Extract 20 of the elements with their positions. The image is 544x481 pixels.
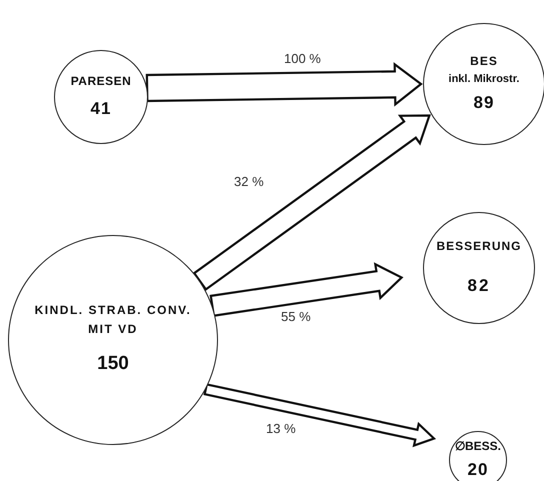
count-text: 82 <box>468 275 490 297</box>
count-text: 89 <box>474 92 494 114</box>
node-title: KINDL. STRAB. CONV. MIT VD <box>34 302 192 338</box>
count-text: 150 <box>97 352 129 376</box>
edge-label: 32 % <box>232 174 266 189</box>
count-text: 41 <box>90 98 112 120</box>
hollow-arrow <box>203 383 436 448</box>
count-text: 20 <box>468 459 488 481</box>
hollow-arrow <box>192 114 431 291</box>
hollow-arrow <box>146 62 423 107</box>
circle-node <box>449 431 507 481</box>
edge-label: 100 % <box>282 51 323 66</box>
node-title: BES <box>470 53 498 70</box>
edge-label: 55 % <box>279 309 313 324</box>
edge-label: 13 % <box>264 421 298 436</box>
node-title: inkl. Mikrostr. <box>448 72 520 88</box>
hollow-arrow <box>210 262 404 317</box>
node-title: BESSERUNG <box>436 238 522 255</box>
node-title: PARESEN <box>70 72 132 90</box>
node-title: ∅BESS. <box>454 438 501 455</box>
